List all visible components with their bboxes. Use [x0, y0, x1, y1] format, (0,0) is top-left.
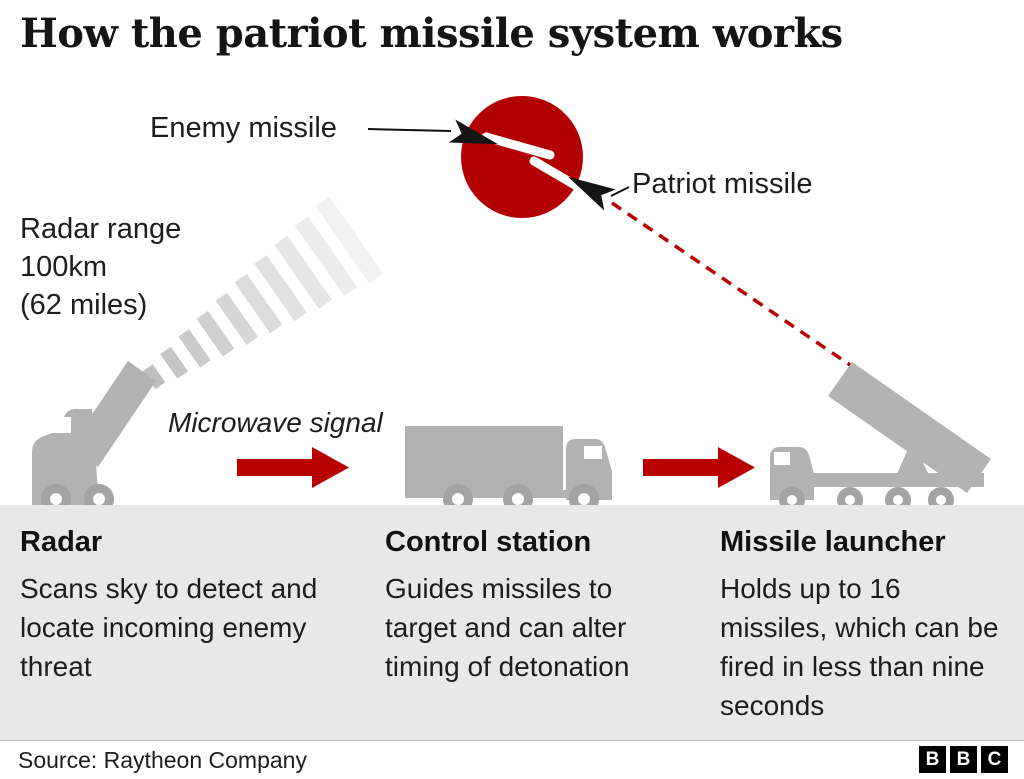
wheel-hub: [50, 493, 62, 505]
enemy-label-line: [367, 128, 452, 132]
section-radar-heading: Radar: [20, 526, 103, 558]
section-launcher-body: Holds up to 16 missiles, which can be fi…: [720, 572, 999, 722]
explosion-circle: [461, 96, 583, 218]
section-control-heading: Control station: [385, 526, 592, 558]
control-station-vehicle-icon: [405, 426, 612, 514]
section-radar-body: Scans sky to detect and locate incoming …: [20, 572, 318, 683]
radar-range-line-3: (62 miles): [20, 289, 148, 321]
patriot-missile-label: Patriot missile: [632, 168, 813, 200]
radar-cab: [32, 409, 99, 505]
missile-launcher-vehicle-icon: [770, 362, 991, 513]
section-control-body: Guides missiles to target and can alter …: [385, 572, 630, 683]
radar-cab-window: [50, 417, 71, 433]
enemy-missile-icon: [448, 119, 499, 145]
microwave-signal-label: Microwave signal: [168, 407, 383, 438]
patriot-missile-icon: [568, 176, 616, 211]
radar-vehicle-icon: [32, 361, 156, 514]
section-launcher-heading: Missile launcher: [720, 526, 946, 558]
radar-beam-icon: [124, 196, 384, 401]
patriot-label-line: [610, 186, 630, 197]
patriot-missile-trail: [529, 156, 585, 193]
wheel-hub: [452, 493, 464, 505]
wheel-hub: [936, 495, 946, 505]
enemy-missile-label: Enemy missile: [150, 112, 337, 144]
launcher-cab-window: [774, 452, 790, 465]
missile-trails: [481, 132, 585, 193]
footer: Source: Raytheon Company B B C: [0, 740, 1024, 779]
section-control-station: Control station Guides missiles to targe…: [385, 525, 635, 686]
radar-range-line-1: Radar range: [20, 213, 182, 245]
wheel-hub: [845, 495, 855, 505]
launcher-bed: [812, 473, 984, 487]
section-missile-launcher: Missile launcher Holds up to 16 missiles…: [720, 525, 1012, 726]
bbc-logo-letter-1: B: [919, 746, 946, 773]
wheel-hub: [93, 493, 105, 505]
trajectory-dashed-line: [611, 201, 854, 369]
caption-panel: Radar Scans sky to detect and locate inc…: [0, 505, 1024, 740]
page-title: How the patriot missile system works: [20, 10, 843, 57]
bbc-logo: B B C: [919, 746, 1008, 773]
bbc-logo-letter-3: C: [981, 746, 1008, 773]
control-cab-window: [584, 446, 602, 459]
wheel-hub: [578, 493, 590, 505]
enemy-missile-trail: [481, 132, 555, 160]
radar-range-label: Radar range 100km (62 miles): [20, 210, 181, 324]
arrow-radar-to-control-icon: [237, 447, 349, 488]
label-leader-lines: [367, 128, 630, 197]
control-box: [405, 426, 563, 490]
arrow-control-to-launcher-icon: [643, 447, 755, 488]
wheel-hub: [893, 495, 903, 505]
launcher-tube: [828, 362, 991, 493]
source-text: Source: Raytheon Company: [18, 747, 307, 773]
launcher-strut: [893, 440, 933, 483]
bbc-logo-letter-2: B: [950, 746, 977, 773]
wheel-hub: [787, 495, 797, 505]
radar-range-line-2: 100km: [20, 251, 108, 283]
wheel-hub: [512, 493, 524, 505]
section-radar: Radar Scans sky to detect and locate inc…: [20, 525, 320, 686]
